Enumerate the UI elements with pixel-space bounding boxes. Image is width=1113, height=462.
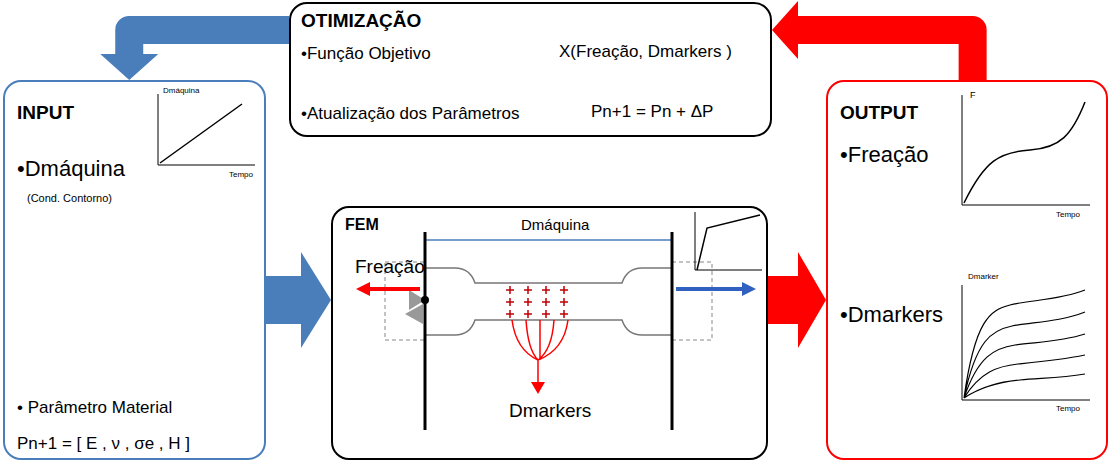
flow-arrow — [798, 30, 973, 80]
marker-plus — [542, 298, 550, 306]
box-text: •Dmarkers — [840, 302, 943, 327]
box-text: X(Freação, Dmarkers ) — [559, 42, 732, 62]
dashed-grip — [672, 262, 712, 340]
graph-axes — [695, 212, 762, 270]
marker-plus — [560, 298, 568, 306]
displacement-arrow — [676, 287, 742, 291]
support-triangle — [405, 304, 423, 324]
optimization-box: OTIMIZAÇÃO •Função Objetivo X(Freação, Dma… — [289, 2, 772, 137]
grip-line — [671, 232, 674, 430]
box-text: •Atualização dos Parâmetros — [301, 104, 520, 124]
marker-plus — [524, 310, 532, 318]
marker-plus — [560, 286, 568, 294]
box-text: Tempo — [229, 170, 253, 179]
input-box: INPUT DmáquinaTempo •Dmáquina (Cond. Contor… — [3, 80, 266, 460]
box-text: •Função Objetivo — [301, 44, 431, 64]
output-box: OUTPUT•FreaçãoFTempo•DmarkersDmarkerTemp… — [826, 80, 1108, 460]
marker-plus — [506, 310, 514, 318]
marker-plus — [542, 310, 550, 318]
graph-curve — [964, 102, 1085, 203]
marker-arrowhead — [531, 382, 545, 394]
box-text: Dmarker — [968, 272, 999, 281]
pin — [421, 296, 429, 304]
graph-curve — [964, 290, 1085, 398]
box-heading: FEM — [345, 216, 379, 234]
graph-curve — [160, 104, 242, 163]
box-text: F — [970, 90, 976, 100]
box-text: Dmáquina — [163, 86, 199, 95]
specimen — [425, 268, 672, 335]
flow-arrow — [129, 30, 289, 54]
box-heading: INPUT — [17, 102, 74, 124]
box-text: • Parâmetro Material — [17, 398, 172, 418]
box-text: Pn+1 = Pn + ΔP — [591, 102, 713, 122]
marker-plus — [542, 286, 550, 294]
graph-axes — [158, 94, 255, 165]
box-heading: OTIMIZAÇÃO — [301, 10, 421, 32]
marker-plus — [506, 286, 514, 294]
marker-plus — [560, 310, 568, 318]
graph-axes — [962, 285, 1090, 400]
box-text: •Dmáquina — [17, 156, 125, 181]
marker-plus — [524, 286, 532, 294]
box-text: Pn+1 = [ E , ν , σe , H ] — [17, 434, 190, 454]
box-heading: OUTPUT — [840, 102, 918, 124]
marker-grid — [506, 286, 568, 318]
graph-axes — [962, 95, 1090, 205]
graph-curve — [697, 215, 760, 270]
box-text: Tempo — [1056, 210, 1080, 219]
box-text: Tempo — [1056, 404, 1080, 413]
box-text: Freação — [355, 256, 425, 278]
flow-arrow — [266, 276, 301, 324]
box-text: Dmáquina — [521, 216, 589, 233]
box-text: Dmarkers — [509, 400, 591, 422]
box-text: •Freação — [840, 142, 928, 167]
force-arrowhead — [356, 282, 370, 296]
dimension-line — [425, 234, 672, 246]
box-text: (Cond. Contorno) — [27, 192, 112, 205]
fem-box: FEM DmáquinaFreaçãoDmarkers — [331, 206, 768, 460]
displacement-arrowhead — [742, 282, 756, 296]
force-arrow — [368, 287, 420, 291]
marker-plus — [506, 298, 514, 306]
marker-leader — [512, 320, 568, 384]
flow-arrow — [768, 276, 798, 324]
marker-plus — [524, 298, 532, 306]
